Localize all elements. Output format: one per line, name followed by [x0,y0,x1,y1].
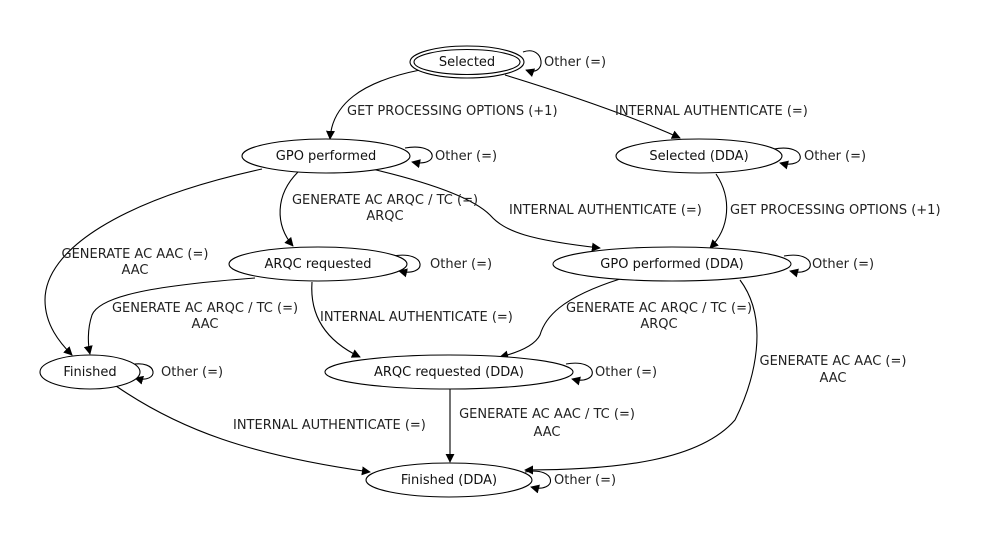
edge-label-arqc-dda-self: Other (=) [595,365,657,380]
edge-arqc-dda-self [565,362,593,386]
edge-gpo-dda-to-finished-dda [524,279,758,475]
edge-label-arqc-to-finished-line1: GENERATE AC ARQC / TC (=) [112,301,298,316]
edge-label-gpo-to-finished-line1: GENERATE AC AAC (=) [62,247,209,262]
edge-label-selected-dda-to-gpo-dda: GET PROCESSING OPTIONS (+1) [730,203,941,218]
edge-gpo-dda-to-arqc-dda [499,278,621,360]
edge-label-gpo-to-gpo-dda: INTERNAL AUTHENTICATE (=) [509,203,702,218]
node-gpo-performed: GPO performed [241,138,411,174]
node-finished-label: Finished [63,365,116,380]
edge-label-gpo-dda-to-finished-dda-line2: AAC [820,371,847,386]
edge-label-gpo-to-finished-line2: AAC [122,263,149,278]
edge-arqc-to-finished [83,277,256,355]
node-gpo-performed-dda: GPO performed (DDA) [552,246,792,282]
edge-label-finished-to-finished-dda: INTERNAL AUTHENTICATE (=) [233,418,426,433]
node-gpo-performed-dda-label: GPO performed (DDA) [600,257,743,272]
node-selected-label: Selected [439,55,495,70]
node-selected-dda: Selected (DDA) [615,138,783,174]
edge-label-arqc-to-finished-line2: AAC [192,317,219,332]
node-finished-dda: Finished (DDA) [365,462,533,498]
node-arqc-requested: ARQC requested [228,246,408,282]
edge-selected-to-gpo [325,69,421,140]
edge-labels: Other (=) GET PROCESSING OPTIONS (+1) IN… [62,55,941,488]
edge-label-arqc-dda-to-finished-dda-line1: GENERATE AC AAC / TC (=) [459,407,635,422]
edge-label-gpo-dda-to-arqc-dda-line2: ARQC [640,317,677,332]
nodes: Selected GPO performed Selected (DDA) AR… [39,45,792,498]
edge-label-selected-to-gpo: GET PROCESSING OPTIONS (+1) [347,104,558,119]
edge-selected-self [522,50,542,77]
node-finished: Finished [39,354,141,390]
edge-label-arqc-self: Other (=) [430,257,492,272]
node-arqc-requested-dda-label: ARQC requested (DDA) [374,365,524,380]
node-selected: Selected [409,45,525,79]
edge-finished-dda-self [524,470,552,494]
edge-label-gpo-dda-to-finished-dda-line1: GENERATE AC AAC (=) [760,354,907,369]
edge-label-selected-self: Other (=) [544,55,606,70]
edge-arqc-to-arqc-dda [311,281,361,358]
edge-label-gpo-self: Other (=) [435,149,497,164]
edge-label-finished-self: Other (=) [161,365,223,380]
edge-label-arqc-to-arqc-dda: INTERNAL AUTHENTICATE (=) [320,310,513,325]
edge-arqc-self [392,254,421,278]
node-arqc-requested-label: ARQC requested [264,257,371,272]
edge-gpo-to-finished [44,168,263,356]
edge-label-gpo-to-arqc-line1: GENERATE AC ARQC / TC (=) [292,193,478,208]
edge-selected-dda-to-gpo-dda [709,173,728,249]
node-finished-dda-label: Finished (DDA) [401,473,497,488]
edge-label-gpo-dda-to-arqc-dda-line1: GENERATE AC ARQC / TC (=) [566,301,752,316]
edge-gpo-dda-self [783,254,811,278]
edge-gpo-to-gpo-dda [371,168,601,252]
edge-label-selected-to-selected-dda: INTERNAL AUTHENTICATE (=) [615,104,808,119]
edge-finished-to-finished-dda [115,385,371,476]
edge-selected-to-selected-dda [504,74,681,139]
node-arqc-requested-dda: ARQC requested (DDA) [324,354,574,390]
edge-label-finished-dda-self: Other (=) [554,473,616,488]
edges [44,50,811,494]
edge-selected-dda-self [773,147,801,170]
node-gpo-performed-label: GPO performed [276,149,376,164]
edge-gpo-to-arqc [279,171,299,247]
edge-label-gpo-to-arqc-line2: ARQC [366,209,403,224]
edge-label-arqc-dda-to-finished-dda-line2: AAC [534,425,561,440]
edge-label-selected-dda-self: Other (=) [804,149,866,164]
node-selected-dda-label: Selected (DDA) [649,149,748,164]
edge-finished-self [128,363,154,385]
edge-gpo-self [404,146,433,169]
edge-label-gpo-dda-self: Other (=) [812,257,874,272]
